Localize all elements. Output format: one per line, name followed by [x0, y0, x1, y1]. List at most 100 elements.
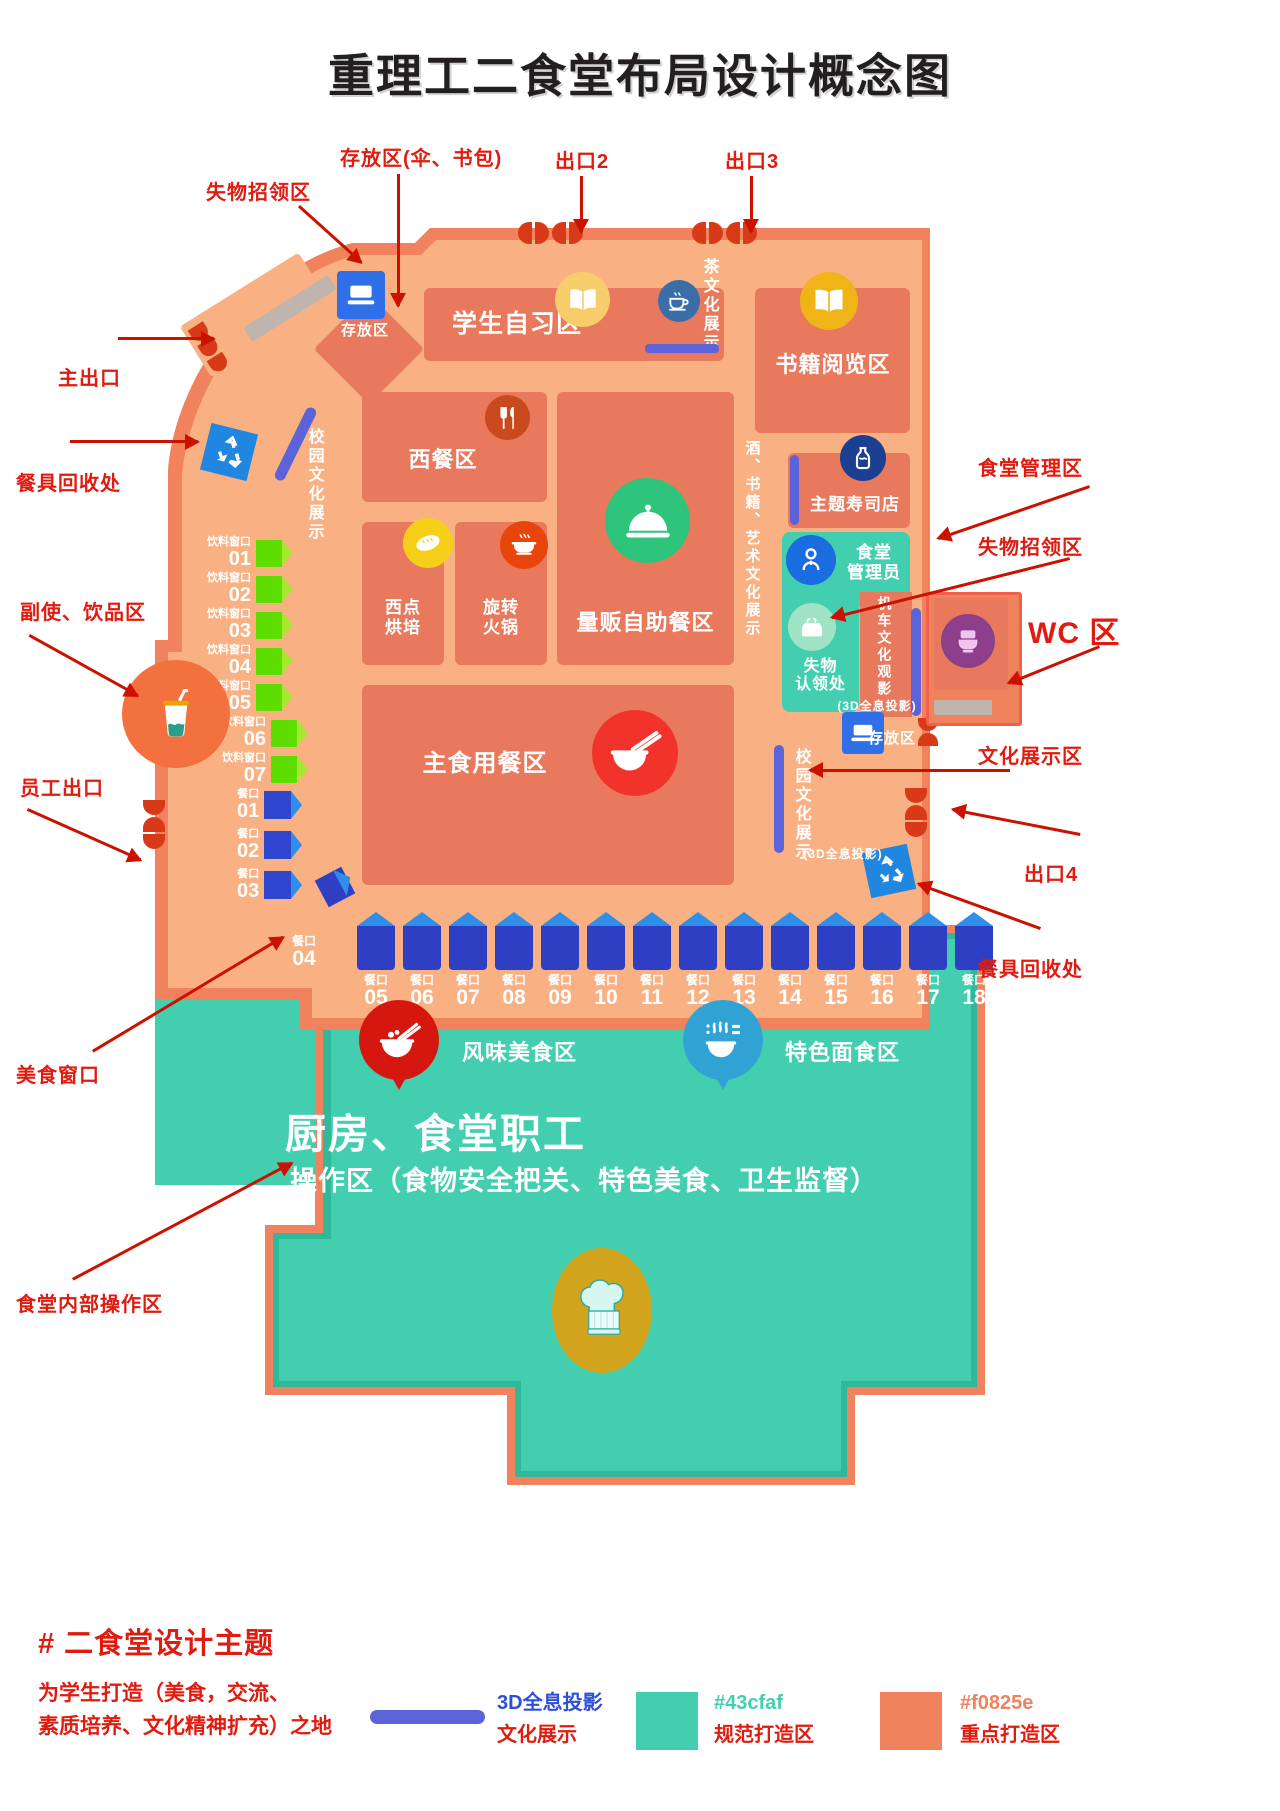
- zone-label-kitchen-title: 厨房、食堂职工: [285, 1111, 586, 1157]
- meal-window-label: 餐口: [639, 973, 664, 987]
- drink-window-label: 饮料窗口: [222, 716, 266, 728]
- zone-label-book-reading: 书籍阅览区: [775, 352, 891, 377]
- legend-orange-desc: 重点打造区: [960, 1724, 1060, 1746]
- annotation-lost-found-right: 失物招领区: [978, 537, 1083, 559]
- meal-window-number: 16: [870, 985, 894, 1009]
- meal-window-number: 12: [686, 985, 710, 1009]
- bread-icon: [403, 518, 453, 568]
- book-icon-study: [555, 272, 610, 327]
- noodle-specialty-notch: [714, 1074, 732, 1090]
- window-marker: [264, 871, 292, 899]
- window-marker: [256, 647, 282, 675]
- window-roof: [817, 912, 855, 926]
- annotation-staff-exit: 员工出口: [20, 778, 104, 800]
- window-roof: [403, 912, 441, 926]
- sake-bottle-icon: [840, 435, 886, 481]
- annotation-lost-found-top: 失物招领区: [206, 182, 311, 204]
- meal-window-label: 餐口: [237, 868, 260, 880]
- zone-label-campus-culture-left: 校园文化展示: [305, 428, 323, 542]
- meal-window-label: 餐口: [409, 973, 434, 987]
- hotpot-icon: [500, 521, 548, 569]
- window-body: [909, 926, 947, 970]
- projection-legend-line1: 3D全息投影: [497, 1692, 603, 1714]
- meal-window-label: 餐口: [237, 828, 260, 840]
- annotation-storage-top: 存放区(伞、书包): [340, 148, 503, 170]
- window-body: [817, 926, 855, 970]
- window-marker: [271, 719, 297, 747]
- zone-label-kitchen-sub: 操作区（食物安全把关、特色美食、卫生监督）: [290, 1166, 878, 1196]
- annotation-drinks-area: 副使、饮品区: [20, 602, 146, 624]
- storage-locker-icon-left: [337, 271, 385, 319]
- meal-window-number: 01: [237, 800, 260, 822]
- window-body: [633, 926, 671, 970]
- meal-window-label: 餐口: [501, 973, 526, 987]
- drink-window-label: 饮料窗口: [207, 644, 251, 656]
- meal-window-label: 餐口: [777, 973, 802, 987]
- meal-window-label: 餐口: [237, 788, 260, 800]
- annotation-wc-label: WC 区: [1028, 617, 1121, 650]
- door-staff-exit: [143, 800, 165, 849]
- window-marker: [271, 755, 297, 783]
- meal-window-04-label: 餐口 04: [292, 935, 316, 970]
- window-marker: [256, 611, 282, 639]
- annotation-culture-display: 文化展示区: [978, 746, 1083, 768]
- annotation-wc: WC 区: [1028, 608, 1120, 652]
- zone-label-storage-small: 存放区: [340, 322, 389, 339]
- projection-bar-campus-right: [774, 745, 784, 853]
- window-body: [725, 926, 763, 970]
- window-roof: [495, 912, 533, 926]
- zone-label-motor-culture: 机车文化观影: [876, 596, 893, 698]
- annotation-canteen-management: 食堂管理区: [978, 458, 1083, 480]
- window-roof: [541, 912, 579, 926]
- manager-person-icon: [786, 535, 836, 585]
- book-icon-reading: [800, 272, 858, 330]
- window-body: [955, 926, 993, 970]
- storage-locker-icon-right: [842, 712, 884, 754]
- projection-bar-sushi: [790, 455, 799, 525]
- steam-noodle-icon: [683, 1000, 763, 1080]
- meal-window-label: 餐口: [731, 973, 756, 987]
- drink-window-label: 饮料窗口: [207, 680, 251, 692]
- zone-label-noodle-specialty: 特色面食区: [785, 1040, 901, 1065]
- meal-window-number: 18: [962, 985, 986, 1009]
- legend-subtitle: 为学生打造（美食，交流、素质培养、文化精神扩充）之地: [38, 1678, 332, 1743]
- window-marker: [264, 791, 292, 819]
- meal-window-label: 餐口: [961, 973, 986, 987]
- meal-window-label: 餐口: [685, 973, 710, 987]
- meal-window-number: 10: [594, 985, 618, 1009]
- flavor-food-notch: [390, 1074, 408, 1090]
- recycle-bin-icon-right: [861, 843, 917, 899]
- window-body: [587, 926, 625, 970]
- zone-label-campus-culture-right: 校园文化展示: [792, 748, 810, 862]
- drink-cup-badge: [122, 660, 230, 768]
- drink-window-number: 07: [243, 764, 266, 786]
- window-roof: [357, 912, 395, 926]
- recycle-bin-icon-left: [199, 422, 259, 482]
